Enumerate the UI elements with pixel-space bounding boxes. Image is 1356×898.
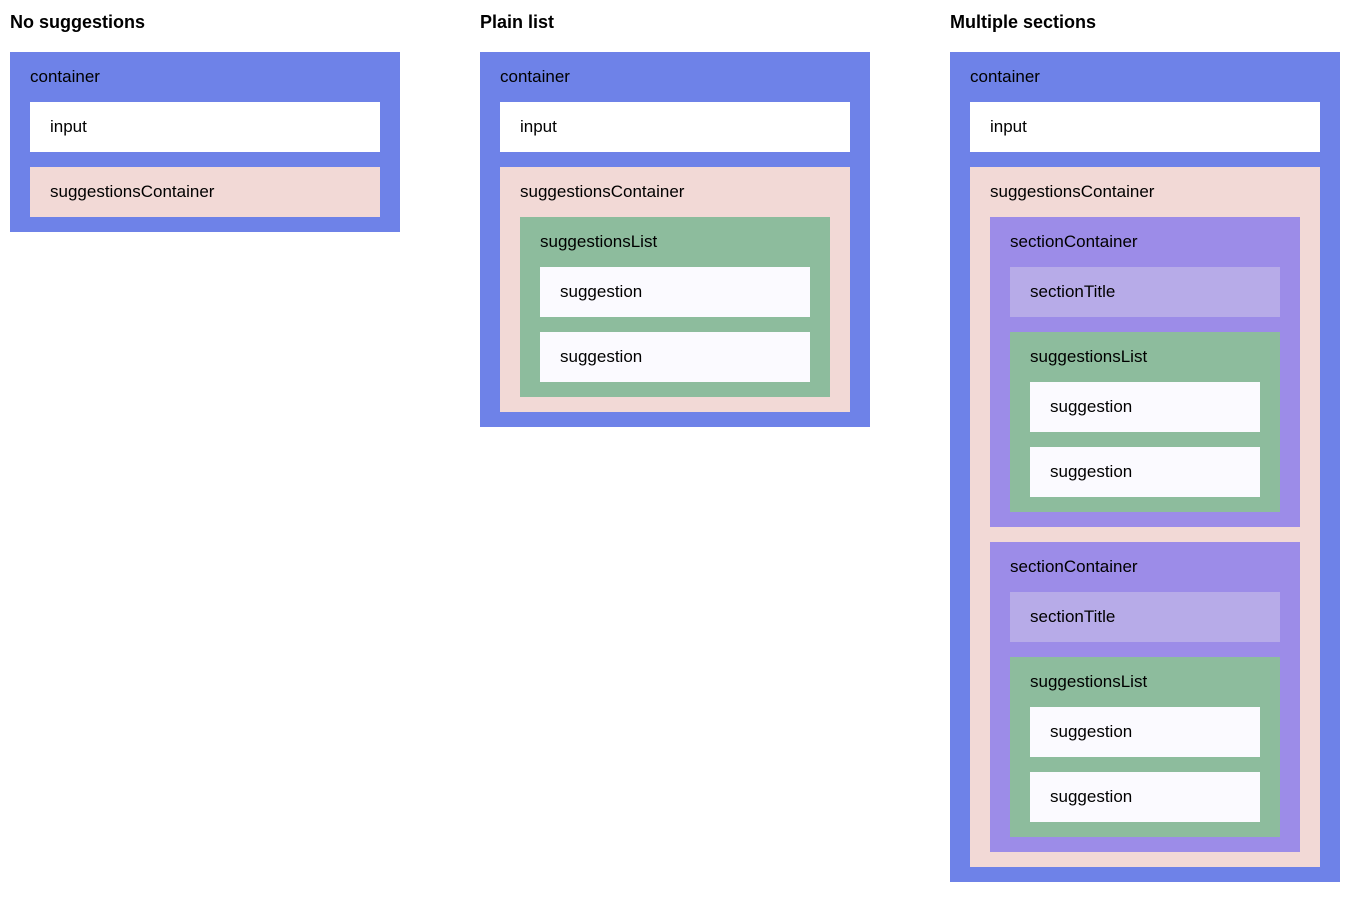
suggestion-item: suggestion [1030, 707, 1260, 757]
suggestions-list-box: suggestionsList suggestion suggestion [520, 217, 830, 397]
column-title: Plain list [480, 12, 555, 32]
section-container-label: sectionContainer [1010, 557, 1138, 576]
container-label: container [970, 67, 1040, 86]
suggestion-label: suggestion [560, 282, 643, 301]
suggestions-list-label: suggestionsList [1030, 347, 1148, 366]
suggestions-list-label: suggestionsList [1030, 672, 1148, 691]
suggestion-item: suggestion [1030, 772, 1260, 822]
suggestion-item: suggestion [540, 267, 810, 317]
column-multiple-sections: Multiple sections container input sugges… [950, 10, 1340, 882]
suggestion-item: suggestion [540, 332, 810, 382]
section-container-box: sectionContainer sectionTitle suggestion… [990, 217, 1300, 527]
section-title-label: sectionTitle [1030, 282, 1116, 301]
suggestions-container-box: suggestionsContainer [30, 167, 380, 217]
column-plain-list: Plain list container input suggestionsCo… [480, 10, 870, 427]
suggestions-container-box: suggestionsContainer suggestionsList sug… [500, 167, 850, 412]
input-label: input [50, 117, 87, 136]
section-title-label: sectionTitle [1030, 607, 1116, 626]
suggestions-container-label: suggestionsContainer [520, 182, 685, 201]
input-box: input [970, 102, 1320, 152]
container-box: container input suggestionsContainer sec… [950, 52, 1340, 882]
suggestion-label: suggestion [560, 347, 643, 366]
input-box: input [500, 102, 850, 152]
suggestion-item: suggestion [1030, 447, 1260, 497]
suggestions-list-box: suggestionsList suggestion suggestion [1010, 332, 1280, 512]
suggestions-list-box: suggestionsList suggestion suggestion [1010, 657, 1280, 837]
container-label: container [500, 67, 570, 86]
suggestion-item: suggestion [1030, 382, 1260, 432]
columns-row: No suggestions container input suggestio… [10, 10, 1346, 882]
section-title-box: sectionTitle [1010, 592, 1280, 642]
section-title-box: sectionTitle [1010, 267, 1280, 317]
input-box: input [30, 102, 380, 152]
container-label: container [30, 67, 100, 86]
suggestion-label: suggestion [1050, 397, 1133, 416]
suggestion-label: suggestion [1050, 787, 1133, 806]
column-no-suggestions: No suggestions container input suggestio… [10, 10, 400, 232]
suggestions-container-label: suggestionsContainer [50, 182, 215, 201]
section-container-box: sectionContainer sectionTitle suggestion… [990, 542, 1300, 852]
container-box: container input suggestionsContainer sug… [480, 52, 870, 427]
input-label: input [990, 117, 1027, 136]
suggestion-label: suggestion [1050, 722, 1133, 741]
suggestions-container-box: suggestionsContainer sectionContainer se… [970, 167, 1320, 867]
suggestions-container-label: suggestionsContainer [990, 182, 1155, 201]
section-container-label: sectionContainer [1010, 232, 1138, 251]
column-title: Multiple sections [950, 12, 1097, 32]
suggestions-list-label: suggestionsList [540, 232, 658, 251]
container-box: container input suggestionsContainer [10, 52, 400, 232]
column-title: No suggestions [10, 12, 146, 32]
input-label: input [520, 117, 557, 136]
suggestion-label: suggestion [1050, 462, 1133, 481]
